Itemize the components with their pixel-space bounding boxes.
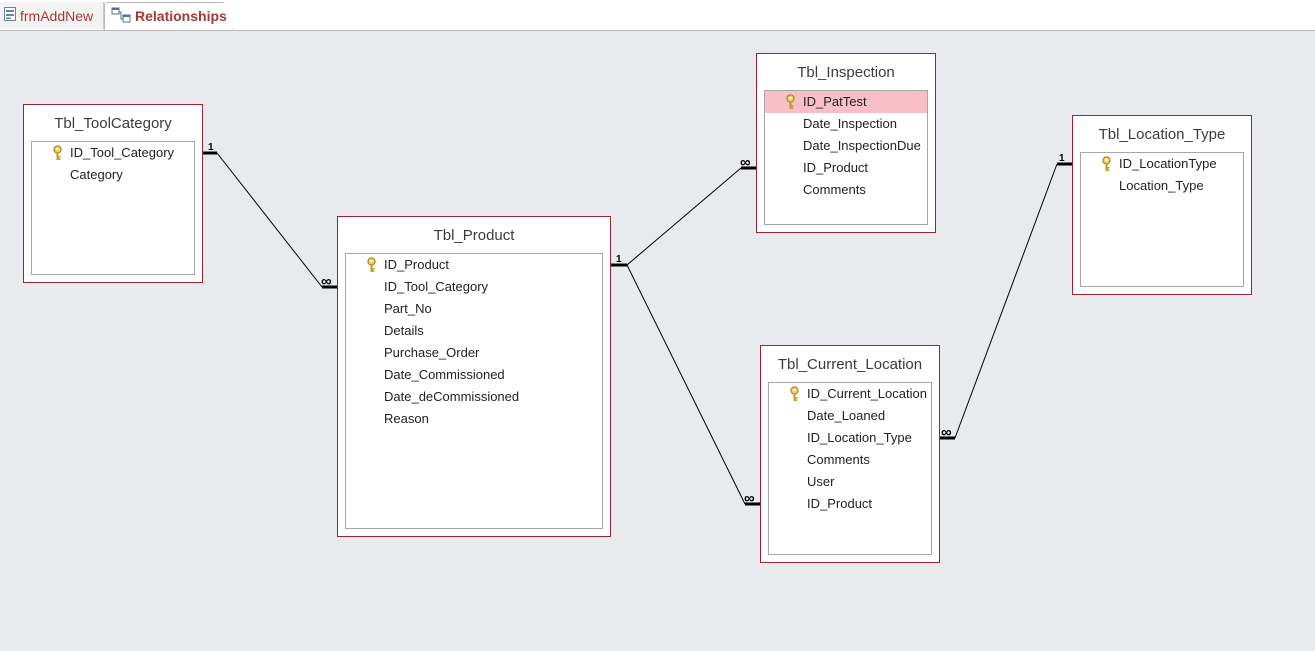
relationship-product-inspection[interactable] [611, 166, 757, 267]
field-item[interactable]: ID_Location_Type [769, 427, 931, 449]
field-list[interactable]: ID_LocationType Location_Type [1080, 152, 1244, 287]
field-name: ID_PatTest [803, 94, 867, 109]
tab-label: Relationships [135, 8, 227, 24]
field-name: Date_deCommissioned [384, 389, 520, 404]
primary-key-icon [785, 94, 796, 110]
relationship-product-currentlocation[interactable] [626, 264, 761, 506]
field-name: Part_No [384, 301, 432, 316]
field-item[interactable]: Category [32, 164, 194, 186]
table-toolcategory[interactable]: Tbl_ToolCategory ID_Tool_Category Catego… [23, 104, 203, 283]
field-name: Date_InspectionDue [803, 138, 921, 153]
field-item[interactable]: ID_Current_Location [769, 383, 931, 405]
field-list[interactable]: ID_Product ID_Tool_Category Part_No Deta… [345, 253, 603, 529]
field-item[interactable]: ID_Product [769, 493, 931, 515]
tab-label: frmAddNew [20, 7, 94, 24]
field-item[interactable]: Date_Inspection [765, 113, 927, 135]
field-name: Purchase_Order [384, 345, 480, 360]
field-name: ID_Product [384, 257, 450, 272]
field-item[interactable]: Date_Loaned [769, 405, 931, 427]
many-label: ∞ [744, 490, 755, 507]
table-title: Tbl_Product [433, 227, 515, 244]
table-location-type[interactable]: Tbl_Location_Type ID_LocationType Locati… [1072, 115, 1252, 295]
field-item[interactable]: ID_Tool_Category [346, 276, 602, 298]
field-item[interactable]: Reason [346, 408, 602, 430]
field-name: Location_Type [1119, 178, 1204, 193]
field-name: Category [70, 167, 123, 182]
many-label: ∞ [941, 424, 952, 441]
field-name: ID_Tool_Category [70, 145, 175, 160]
document-tab-bar: frmAddNew Relationships [0, 0, 1315, 31]
field-item[interactable]: Date_InspectionDue [765, 135, 927, 157]
table-title: Tbl_Location_Type [1098, 126, 1226, 143]
field-name: Comments [807, 452, 870, 467]
field-list[interactable]: ID_Tool_Category Category [31, 141, 195, 275]
relationship-locationtype-currentlocation[interactable] [940, 162, 1073, 440]
field-item[interactable]: User [769, 471, 931, 493]
one-label: 1 [1059, 153, 1065, 164]
table-title: Tbl_Inspection [797, 64, 895, 81]
field-name: User [807, 474, 835, 489]
table-title: Tbl_Current_Location [777, 356, 923, 373]
field-item[interactable]: Details [346, 320, 602, 342]
field-name: ID_Location_Type [807, 430, 912, 445]
tab-frmaddnew[interactable]: frmAddNew [0, 2, 104, 29]
field-item[interactable]: ID_Product [346, 254, 602, 276]
field-item[interactable]: ID_Product [765, 157, 927, 179]
field-item[interactable]: Part_No [346, 298, 602, 320]
many-label: ∞ [740, 154, 751, 171]
field-item[interactable]: Comments [765, 179, 927, 201]
field-item[interactable]: Date_Commissioned [346, 364, 602, 386]
primary-key-icon [52, 145, 63, 161]
primary-key-icon [789, 386, 800, 402]
field-name: ID_Product [803, 160, 869, 175]
field-list[interactable]: ID_Current_Location Date_Loaned ID_Locat… [768, 382, 932, 555]
field-name: Details [384, 323, 424, 338]
field-name: Date_Inspection [803, 116, 897, 131]
table-title: Tbl_ToolCategory [54, 115, 172, 132]
relationships-icon [111, 7, 131, 26]
field-name: ID_LocationType [1119, 156, 1217, 171]
one-label: 1 [616, 254, 622, 265]
field-item[interactable]: ID_Tool_Category [32, 142, 194, 164]
field-name: ID_Tool_Category [384, 279, 489, 294]
field-item-selected[interactable]: ID_PatTest [765, 91, 927, 113]
primary-key-icon [366, 257, 377, 273]
field-name: ID_Current_Location [807, 386, 927, 401]
relationship-toolcategory-product[interactable] [203, 151, 338, 289]
field-item[interactable]: Purchase_Order [346, 342, 602, 364]
field-name: Reason [384, 411, 429, 426]
field-item[interactable]: ID_LocationType [1081, 153, 1243, 175]
field-item[interactable]: Date_deCommissioned [346, 386, 602, 408]
table-product[interactable]: Tbl_Product ID_Product ID_Tool_Category … [337, 216, 611, 537]
tab-relationships[interactable]: Relationships [104, 2, 234, 30]
field-name: Date_Commissioned [384, 367, 505, 382]
field-item[interactable]: Comments [769, 449, 931, 471]
field-name: ID_Product [807, 496, 873, 511]
field-list[interactable]: ID_PatTest Date_Inspection Date_Inspecti… [764, 90, 928, 225]
one-label: 1 [208, 142, 214, 153]
field-item[interactable]: Location_Type [1081, 175, 1243, 197]
many-label: ∞ [321, 273, 332, 290]
table-inspection[interactable]: Tbl_Inspection ID_PatTest Date_Inspectio… [756, 53, 936, 233]
field-name: Comments [803, 182, 866, 197]
form-icon [4, 7, 16, 24]
table-current-location[interactable]: Tbl_Current_Location ID_Current_Location… [760, 345, 940, 563]
primary-key-icon [1101, 156, 1112, 172]
field-name: Date_Loaned [807, 408, 886, 423]
